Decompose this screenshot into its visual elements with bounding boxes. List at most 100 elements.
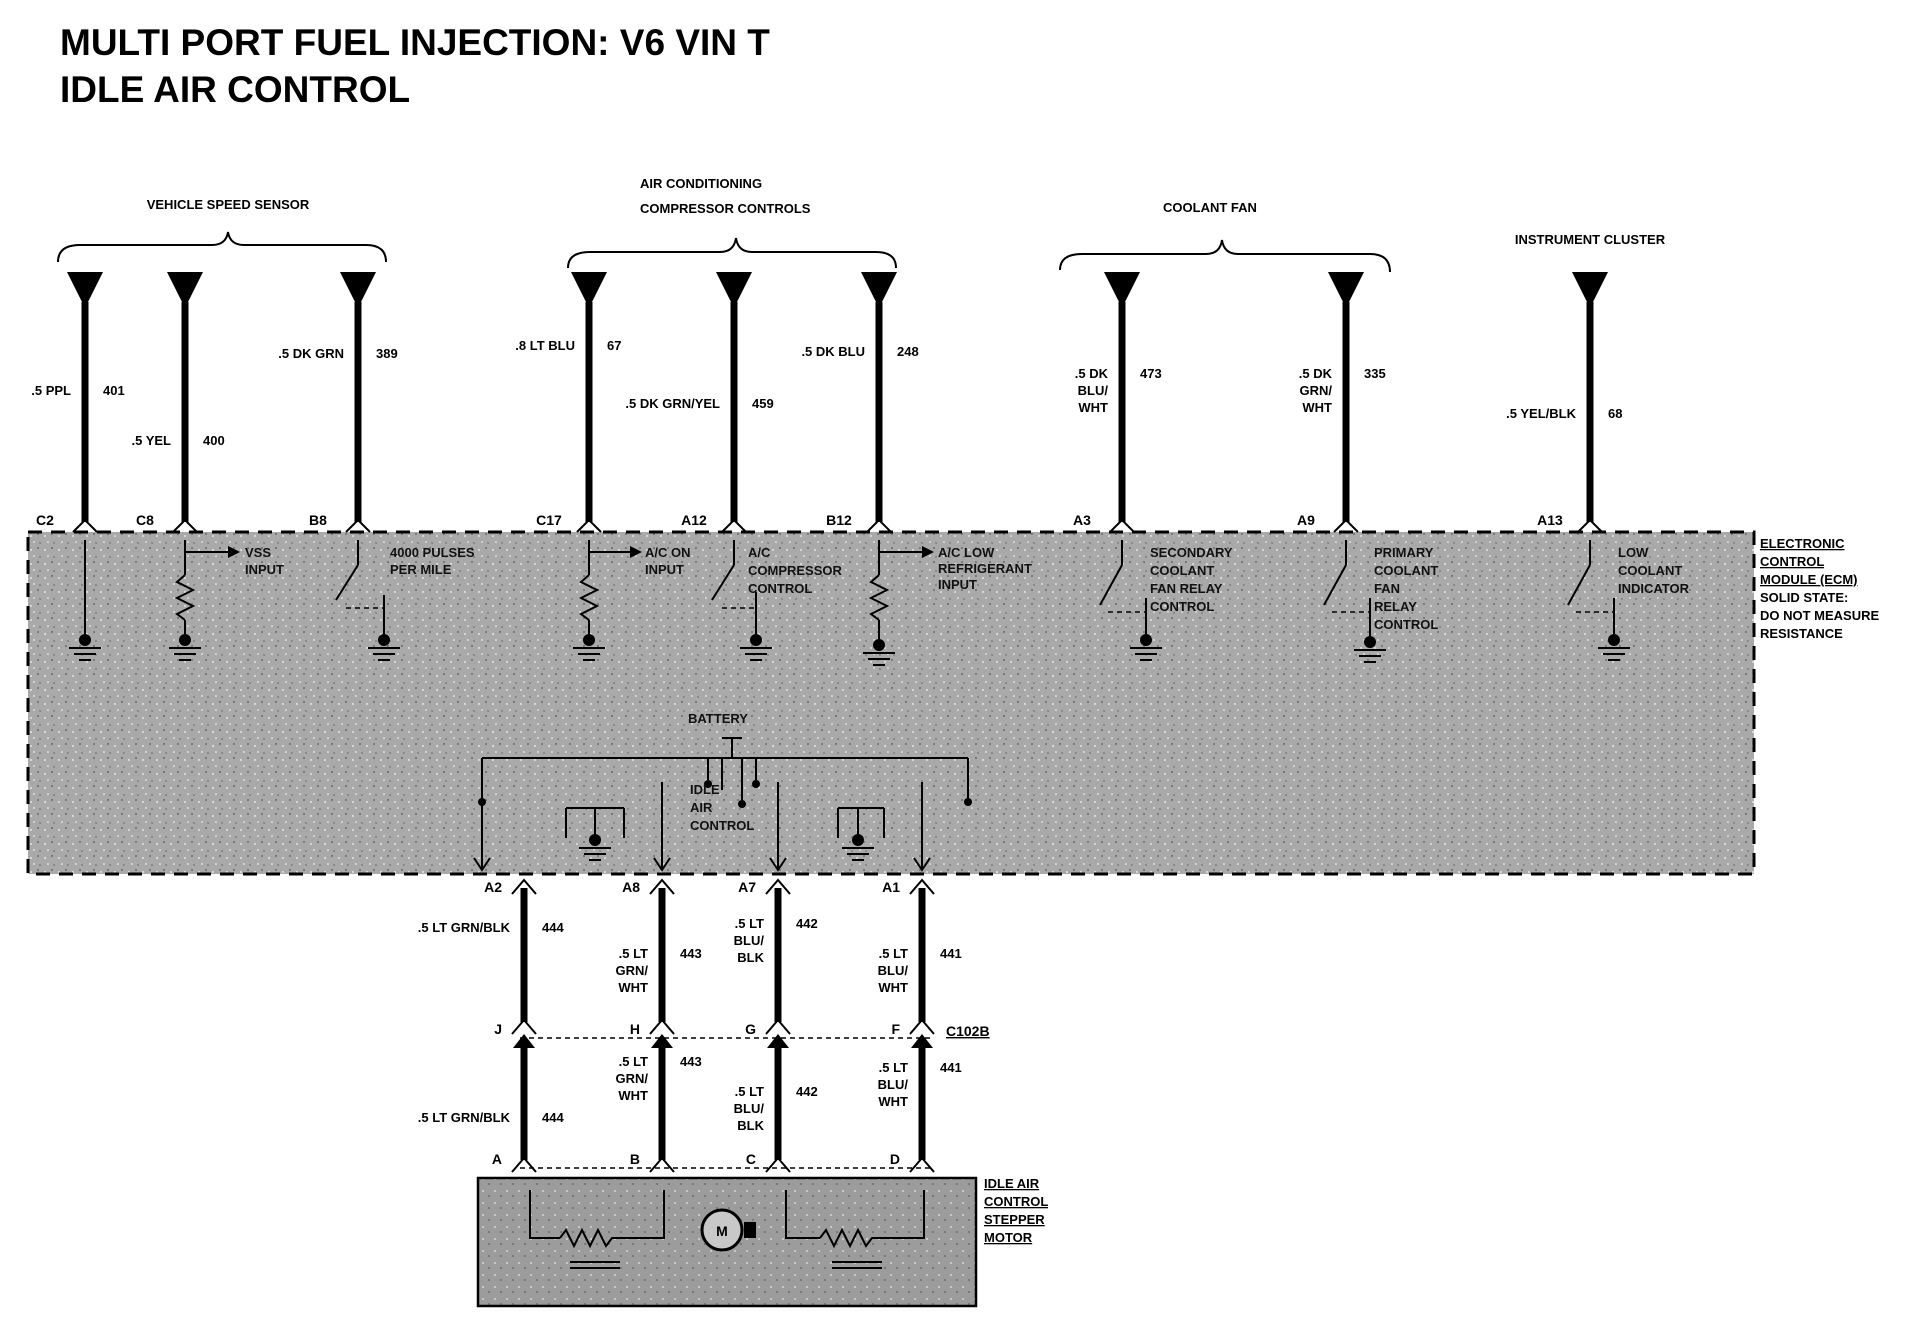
arrow-up-icon — [513, 1034, 535, 1048]
pin-arrow-icon — [172, 518, 198, 533]
ecm-pin-label: A1 — [882, 879, 900, 895]
group-label-compressor-controls: COMPRESSOR CONTROLS — [640, 201, 811, 216]
ground-icon — [69, 634, 101, 661]
pulses-per-mile-label: 4000 PULSES PER MILE — [390, 545, 478, 577]
pin-chevron-icon — [511, 878, 537, 895]
wire-terminal-triangle — [1572, 272, 1608, 308]
ground-icon — [573, 634, 605, 661]
wire-color-label: .5 DK GRN — [278, 346, 344, 361]
motor-m-icon — [700, 1208, 744, 1252]
ground-icon — [1598, 634, 1630, 661]
connector-pin-label: J — [494, 1021, 502, 1037]
ecm-body — [28, 532, 1754, 874]
ecm-pin-label: A7 — [738, 879, 756, 895]
vss-input-label: VSS INPUT — [245, 545, 284, 577]
ground-icon — [368, 634, 400, 661]
connector-chevron-icon — [511, 1018, 537, 1035]
wire-terminal-triangle — [716, 272, 752, 308]
connector-pin-label: F — [891, 1021, 900, 1037]
circuit-number: 459 — [752, 396, 774, 411]
iac-internal-label: IDLE AIR CONTROL — [690, 782, 754, 833]
pin-arrow-icon — [721, 518, 747, 533]
stepper-motor-windings — [529, 1190, 925, 1269]
motor-pin-label: A — [492, 1151, 502, 1167]
low-coolant-indicator-label: LOW COOLANT INDICATOR — [1618, 545, 1690, 596]
secondary-fan-relay-label: SECONDARY COOLANT FAN RELAY CONTROL — [1150, 545, 1236, 614]
wire-terminal-triangle — [1104, 272, 1140, 308]
arrow-up-icon — [911, 1034, 933, 1048]
wire-color-label: .5 DK BLU — [801, 344, 865, 359]
pin-arrow-icon — [1577, 518, 1603, 533]
group-label-vehicle-speed-sensor: VEHICLE SPEED SENSOR — [147, 197, 310, 212]
ground-icon — [1130, 634, 1162, 661]
wire-color-label: .5 LT GRN/BLK — [418, 920, 511, 935]
circuit-number: 442 — [796, 1084, 818, 1099]
wire-terminal-triangle — [1328, 272, 1364, 308]
circuit-number: 444 — [542, 1110, 564, 1125]
pin-arrow-icon — [72, 518, 98, 533]
circuit-number: 441 — [940, 946, 962, 961]
connector-c102b-label: C102B — [946, 1023, 990, 1039]
wire-color-label: .8 LT BLU — [515, 338, 575, 353]
circuit-number: 442 — [796, 916, 818, 931]
circuit-number: 68 — [1608, 406, 1622, 421]
ecm-label: ELECTRONIC CONTROL MODULE (ECM) SOLID ST… — [1760, 536, 1883, 641]
pin-chevron-icon — [909, 878, 935, 895]
motor-pin-label: D — [890, 1151, 900, 1167]
ecm-signal-labels: VSS INPUT 4000 PULSES PER MILE A/C ON IN… — [245, 545, 1690, 833]
circuit-number: 443 — [680, 1054, 702, 1069]
ecm-pin-label: A8 — [622, 879, 640, 895]
ecm-pin-label: A2 — [484, 879, 502, 895]
primary-fan-relay-label: PRIMARY COOLANT FAN RELAY CONTROL — [1374, 545, 1442, 632]
ac-on-input-label: A/C ON INPUT — [645, 545, 694, 577]
pin-arrow-icon — [1109, 518, 1135, 533]
ground-icon — [169, 634, 201, 661]
wire-color-label: .5 YEL/BLK — [1506, 406, 1576, 421]
connector-chevron-icon — [649, 1018, 675, 1035]
pin-arrow-icon — [1333, 518, 1359, 533]
connector-pin-label: H — [630, 1021, 640, 1037]
pin-arrow-icon — [473, 857, 491, 872]
circuit-number: 444 — [542, 920, 564, 935]
ecm-pin-label: C17 — [536, 512, 562, 528]
pin-arrow-icon — [345, 518, 371, 533]
pin-arrow-icon — [576, 518, 602, 533]
wire-color-label: .5 YEL — [131, 433, 171, 448]
motor-pin-chevron-icon — [511, 1156, 537, 1173]
upper-wire-400: C8 400 .5 YEL — [131, 272, 225, 533]
circuit-number: 335 — [1364, 366, 1386, 381]
ecm-pin-label: C2 — [36, 512, 54, 528]
motor-pin-label: B — [630, 1151, 640, 1167]
pin-arrow-icon — [769, 857, 787, 872]
ecm-pin-label: C8 — [136, 512, 154, 528]
circuit-number: 473 — [1140, 366, 1162, 381]
brace-vehicle-speed-sensor — [57, 231, 387, 263]
ecm-internal-circuits — [84, 540, 1615, 645]
diagram-title-line1: MULTI PORT FUEL INJECTION: V6 VIN T — [60, 22, 770, 63]
ecm-pin-label: B12 — [826, 512, 852, 528]
pin-chevron-icon — [649, 878, 675, 895]
circuit-number: 248 — [897, 344, 919, 359]
motor-pin-label: C — [746, 1151, 756, 1167]
ecm-pin-label: A9 — [1297, 512, 1315, 528]
wire-terminal-triangle — [340, 272, 376, 308]
iac-driver-circuit — [478, 737, 972, 840]
ground-icon — [1354, 636, 1386, 663]
arrow-up-icon — [651, 1034, 673, 1048]
wire-terminal-triangle — [167, 272, 203, 308]
ground-symbols — [69, 634, 1630, 861]
circuit-number: 400 — [203, 433, 225, 448]
brace-ac-compressor-controls — [567, 237, 897, 269]
